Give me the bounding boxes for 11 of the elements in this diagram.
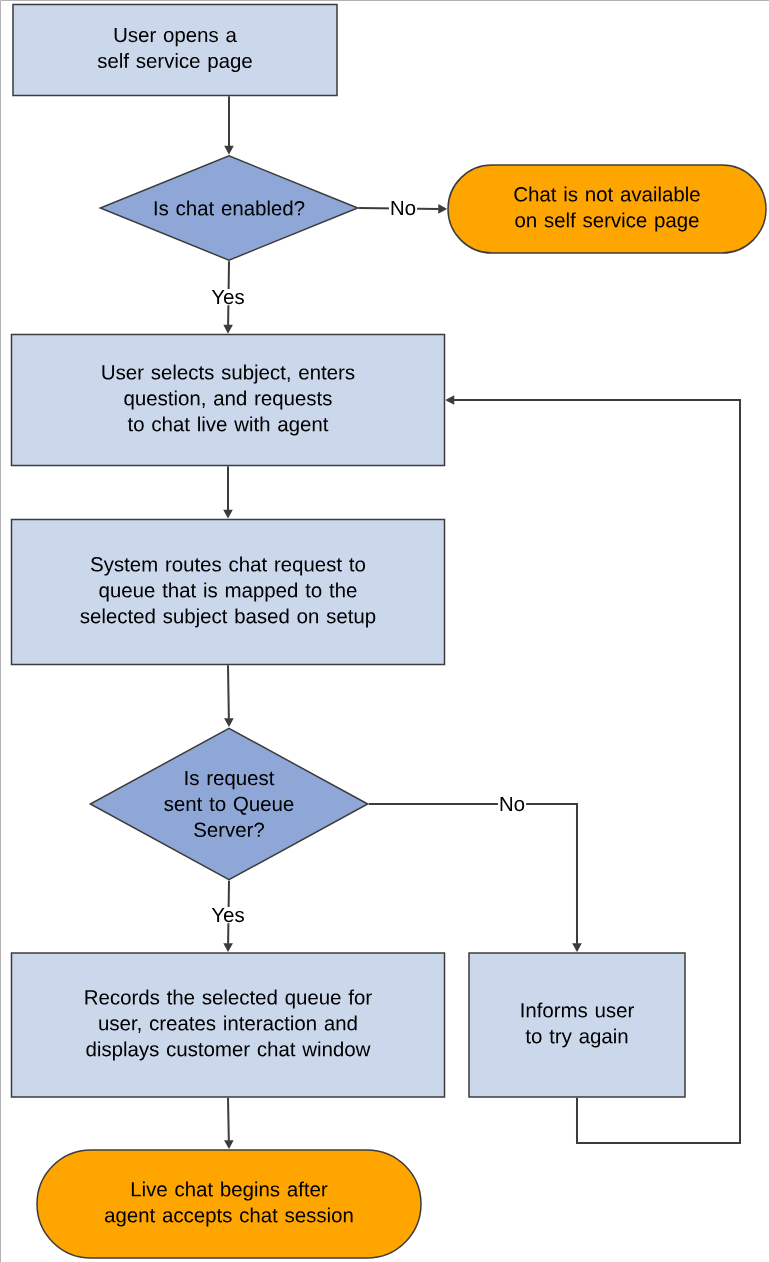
terminal-box: Chat is not available on self service page [447,164,767,254]
edge-label: No [388,199,418,217]
edge-label: No [497,795,527,813]
terminal-box: Live chat begins after agent accepts chat session [36,1149,422,1259]
process-box: Records the selected queue for user, creates interaction and displays customer chat window [10,952,446,1098]
process-box: System routes chat request to queue that is mapped to the selected subject based on setup [10,518,446,666]
edge-label: Yes [210,288,246,306]
process-box: User opens a self service page [12,3,338,97]
edge-label: Yes [210,906,246,924]
process-box: User selects subject, enters question, and requests to chat live with agent [10,333,446,467]
process-box: Informs user to try again [468,952,686,1098]
